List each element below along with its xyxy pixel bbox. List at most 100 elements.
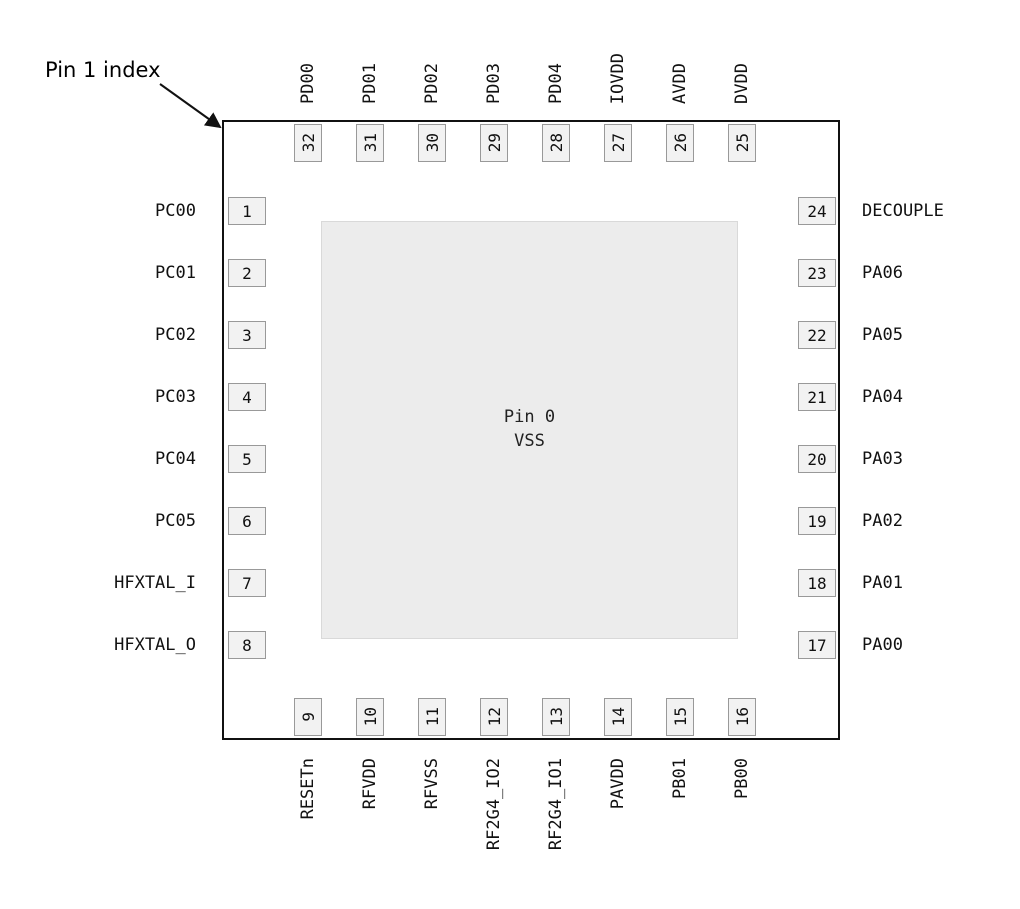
pin-label: PA00 xyxy=(862,635,903,655)
pin-label: PC04 xyxy=(155,449,196,469)
pin-number-box: 1 xyxy=(228,197,266,225)
pin-number-box: 24 xyxy=(798,197,836,225)
center-pad-label-line2: VSS xyxy=(514,431,545,451)
pin-label: PD02 xyxy=(422,63,442,104)
pin-label: PD03 xyxy=(484,63,504,104)
pin-number-box: 27 xyxy=(604,124,632,162)
pin1-index-label: Pin 1 index xyxy=(45,58,161,82)
pin-label: PD01 xyxy=(360,63,380,104)
pin-label: HFXTAL_O xyxy=(114,635,196,655)
pin-label: RFVSS xyxy=(422,758,442,810)
pin-label: PC05 xyxy=(155,511,196,531)
pin-number-box: 19 xyxy=(798,507,836,535)
pin-4-pc03: PC03 4 xyxy=(40,383,266,411)
pin-number: 4 xyxy=(242,387,252,407)
pin-label: PA02 xyxy=(862,511,903,531)
pin-label: RESETn xyxy=(298,758,318,820)
center-ground-pad: Pin 0 VSS xyxy=(321,221,738,639)
pin-6-pc05: PC05 6 xyxy=(40,507,266,535)
center-pad-label-line1: Pin 0 xyxy=(503,407,556,428)
pin-number: 23 xyxy=(807,263,827,283)
arrow-line xyxy=(159,83,222,129)
pin-label: PA04 xyxy=(862,387,903,407)
pin-number-box: 21 xyxy=(798,383,836,411)
pin-21-pa04: 21 PA04 xyxy=(798,383,944,411)
pin-number-box: 26 xyxy=(666,124,694,162)
pin-label: DVDD xyxy=(732,63,752,104)
pin-label: PA03 xyxy=(862,449,903,469)
pin-number: 27 xyxy=(608,133,628,153)
pin-number-box: 32 xyxy=(294,124,322,162)
pin-number-box: 17 xyxy=(798,631,836,659)
pin-number: 26 xyxy=(670,133,690,153)
pin-number-box: 3 xyxy=(228,321,266,349)
pin-number-box: 31 xyxy=(356,124,384,162)
pin-5-pc04: PC04 5 xyxy=(40,445,266,473)
pin-label: PA01 xyxy=(862,573,903,593)
pin-number: 12 xyxy=(484,707,504,727)
pin-number-box: 10 xyxy=(356,698,384,736)
pin-label: PD04 xyxy=(546,63,566,104)
pin-number: 13 xyxy=(546,707,566,727)
pin-29-pd03: PD03 29 xyxy=(480,0,508,162)
pin-number-box: 7 xyxy=(228,569,266,597)
pin-number-box: 29 xyxy=(480,124,508,162)
pin-number: 25 xyxy=(732,133,752,153)
pin-17-pa00: 17 PA00 xyxy=(798,631,944,659)
pin-20-pa03: 20 PA03 xyxy=(798,445,944,473)
pin-number-box: 20 xyxy=(798,445,836,473)
pin-number-box: 18 xyxy=(798,569,836,597)
pin-number: 6 xyxy=(242,511,252,531)
pin-label: RF2G4_IO2 xyxy=(484,758,504,851)
pin-number: 31 xyxy=(360,133,380,153)
pin-number: 3 xyxy=(242,325,252,345)
pin-number-box: 22 xyxy=(798,321,836,349)
pin-number-box: 13 xyxy=(542,698,570,736)
pin-number-box: 8 xyxy=(228,631,266,659)
pin-7-hfxtal_i: HFXTAL_I 7 xyxy=(40,569,266,597)
pin-number: 11 xyxy=(422,707,442,727)
pin-number: 20 xyxy=(807,449,827,469)
pin-number: 30 xyxy=(422,133,442,153)
pin-number: 32 xyxy=(298,133,318,153)
pin-31-pd01: PD01 31 xyxy=(356,0,384,162)
pin-label: DECOUPLE xyxy=(862,201,944,221)
pin-number-box: 9 xyxy=(294,698,322,736)
pin-number-box: 2 xyxy=(228,259,266,287)
pin-label: PB00 xyxy=(732,758,752,799)
pin-number: 14 xyxy=(608,707,628,727)
pin-28-pd04: PD04 28 xyxy=(542,0,570,162)
pin-label: PA05 xyxy=(862,325,903,345)
pin-label: HFXTAL_I xyxy=(114,573,196,593)
pin-number-box: 4 xyxy=(228,383,266,411)
pin-number: 29 xyxy=(484,133,504,153)
pin-number: 10 xyxy=(360,707,380,727)
pin-number-box: 28 xyxy=(542,124,570,162)
pin-number: 17 xyxy=(807,635,827,655)
pin-label: PD00 xyxy=(298,63,318,104)
pin-number: 2 xyxy=(242,263,252,283)
pin-number: 1 xyxy=(242,201,252,221)
pin-number: 24 xyxy=(807,201,827,221)
pin-number-box: 5 xyxy=(228,445,266,473)
pin-32-pd00: PD00 32 xyxy=(294,0,322,162)
pin-number-box: 14 xyxy=(604,698,632,736)
pin-22-pa05: 22 PA05 xyxy=(798,321,944,349)
pin-number: 8 xyxy=(242,635,252,655)
pin-label: PC03 xyxy=(155,387,196,407)
